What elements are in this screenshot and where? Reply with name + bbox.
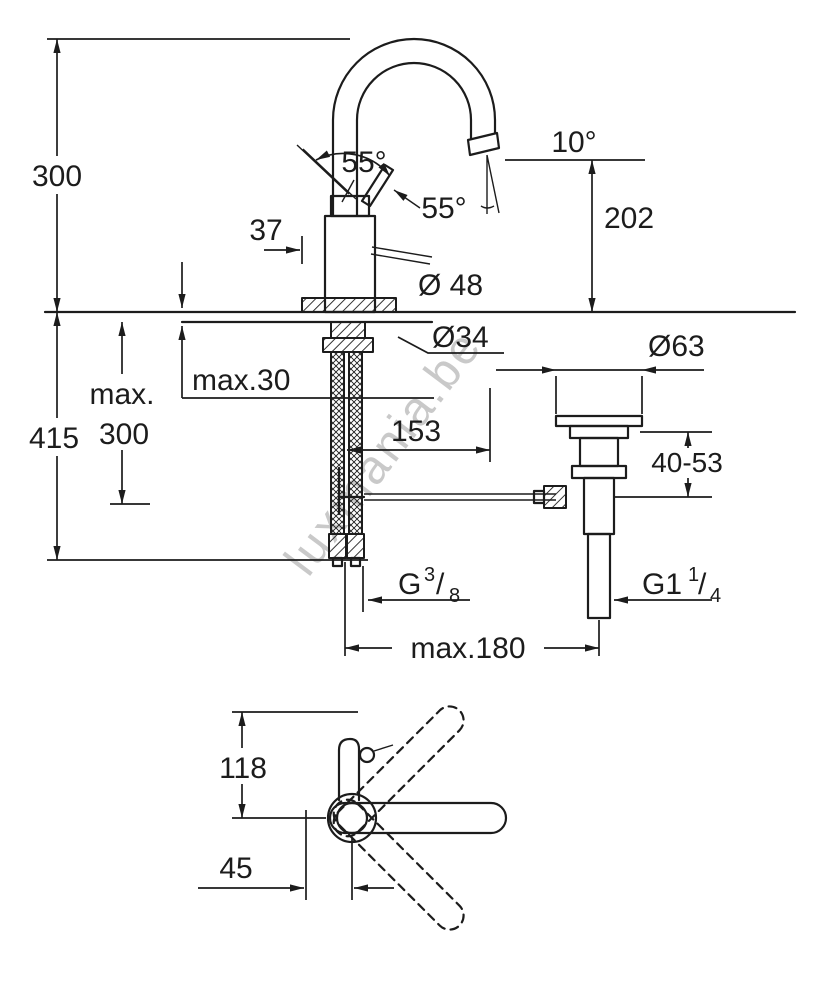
hose-fitting-right (346, 533, 365, 559)
angle-55-arc (315, 150, 391, 177)
dim-max300-label: 300 (99, 418, 149, 451)
angle-10-arc (480, 205, 495, 209)
g114-slash: / (698, 568, 707, 601)
dim-max-word-label: max. (89, 378, 154, 411)
lever-front-profile (370, 246, 433, 265)
drain-undercap (568, 424, 630, 440)
dim-153-label: 153 (391, 415, 441, 448)
supply-hose-right (348, 351, 363, 535)
g38-base: G (398, 568, 421, 601)
angle-55-right-label: 55° (421, 192, 466, 225)
popup-pull-rod (337, 466, 366, 516)
aerator-top-view (358, 746, 376, 764)
counter-section (43, 310, 797, 324)
escutcheon-base (301, 297, 397, 313)
lever-handle (360, 163, 395, 208)
dim-max180-label: max.180 (410, 632, 525, 665)
lever-top-view (328, 801, 508, 835)
g38-slash: / (436, 568, 445, 601)
lever-swing-up (332, 705, 465, 838)
drain-pipe-upper (582, 476, 616, 536)
g114-sub: 4 (710, 585, 721, 607)
spout-outline (331, 37, 497, 217)
angle-55-left-leader (341, 179, 355, 203)
dia-63-label: Ø63 (648, 330, 705, 363)
dimension-annotations: 300 415 max. 300 max.30 37 55° 55° 10° (21, 38, 726, 665)
g114-base: G1 (642, 568, 682, 601)
angle-10-lines (486, 154, 500, 214)
drain-assembly (532, 414, 644, 620)
popup-horizontal-rod (364, 493, 556, 501)
dia-34-label: Ø34 (432, 321, 489, 354)
faucet-top-view: 118 45 (198, 705, 508, 931)
hose-nipple-left (331, 556, 344, 568)
angle-55-left-label: 55° (341, 146, 386, 179)
supply-hose-left (330, 351, 345, 535)
g38-sub: 8 (449, 585, 460, 607)
dim-300-label: 300 (32, 160, 82, 193)
dim-118-label: 118 (219, 752, 267, 785)
dia-34-underline (397, 336, 504, 354)
dim-202-label: 202 (604, 202, 654, 235)
angle-55-right-leader (393, 189, 421, 209)
watermark-text: luxmania.be (275, 320, 493, 585)
threaded-shank (330, 321, 366, 339)
g38-sup: 3 (424, 564, 435, 586)
dim-37-label: 37 (249, 214, 282, 247)
angle-10-label: 10° (551, 126, 596, 159)
mounting-nut (322, 337, 374, 353)
dim-max30-label: max.30 (192, 364, 290, 397)
g114-sup: 1 (688, 564, 699, 586)
rod-clamp-screw (532, 489, 546, 505)
hose-nipple-right (349, 556, 362, 568)
dia-63-ext-lines (555, 376, 643, 414)
spout-top-view (337, 737, 361, 802)
dim-415-label: 415 (29, 422, 79, 455)
drain-body (578, 436, 620, 468)
dim-40-53-label: 40-53 (651, 447, 723, 478)
mounting-parts (322, 321, 556, 568)
dim-45-label: 45 (219, 852, 252, 885)
drain-pipe-lower (586, 532, 612, 620)
aerator-tip (466, 131, 501, 157)
hose-fitting-left (328, 533, 347, 559)
drain-collar (570, 464, 628, 480)
body-circle-inner (335, 801, 369, 835)
dia-48-label: Ø 48 (418, 269, 483, 302)
lever-swing-down (332, 798, 465, 931)
spout-detail-tick (373, 744, 394, 752)
drain-flange-cap (554, 414, 644, 428)
rod-clamp (543, 485, 567, 509)
